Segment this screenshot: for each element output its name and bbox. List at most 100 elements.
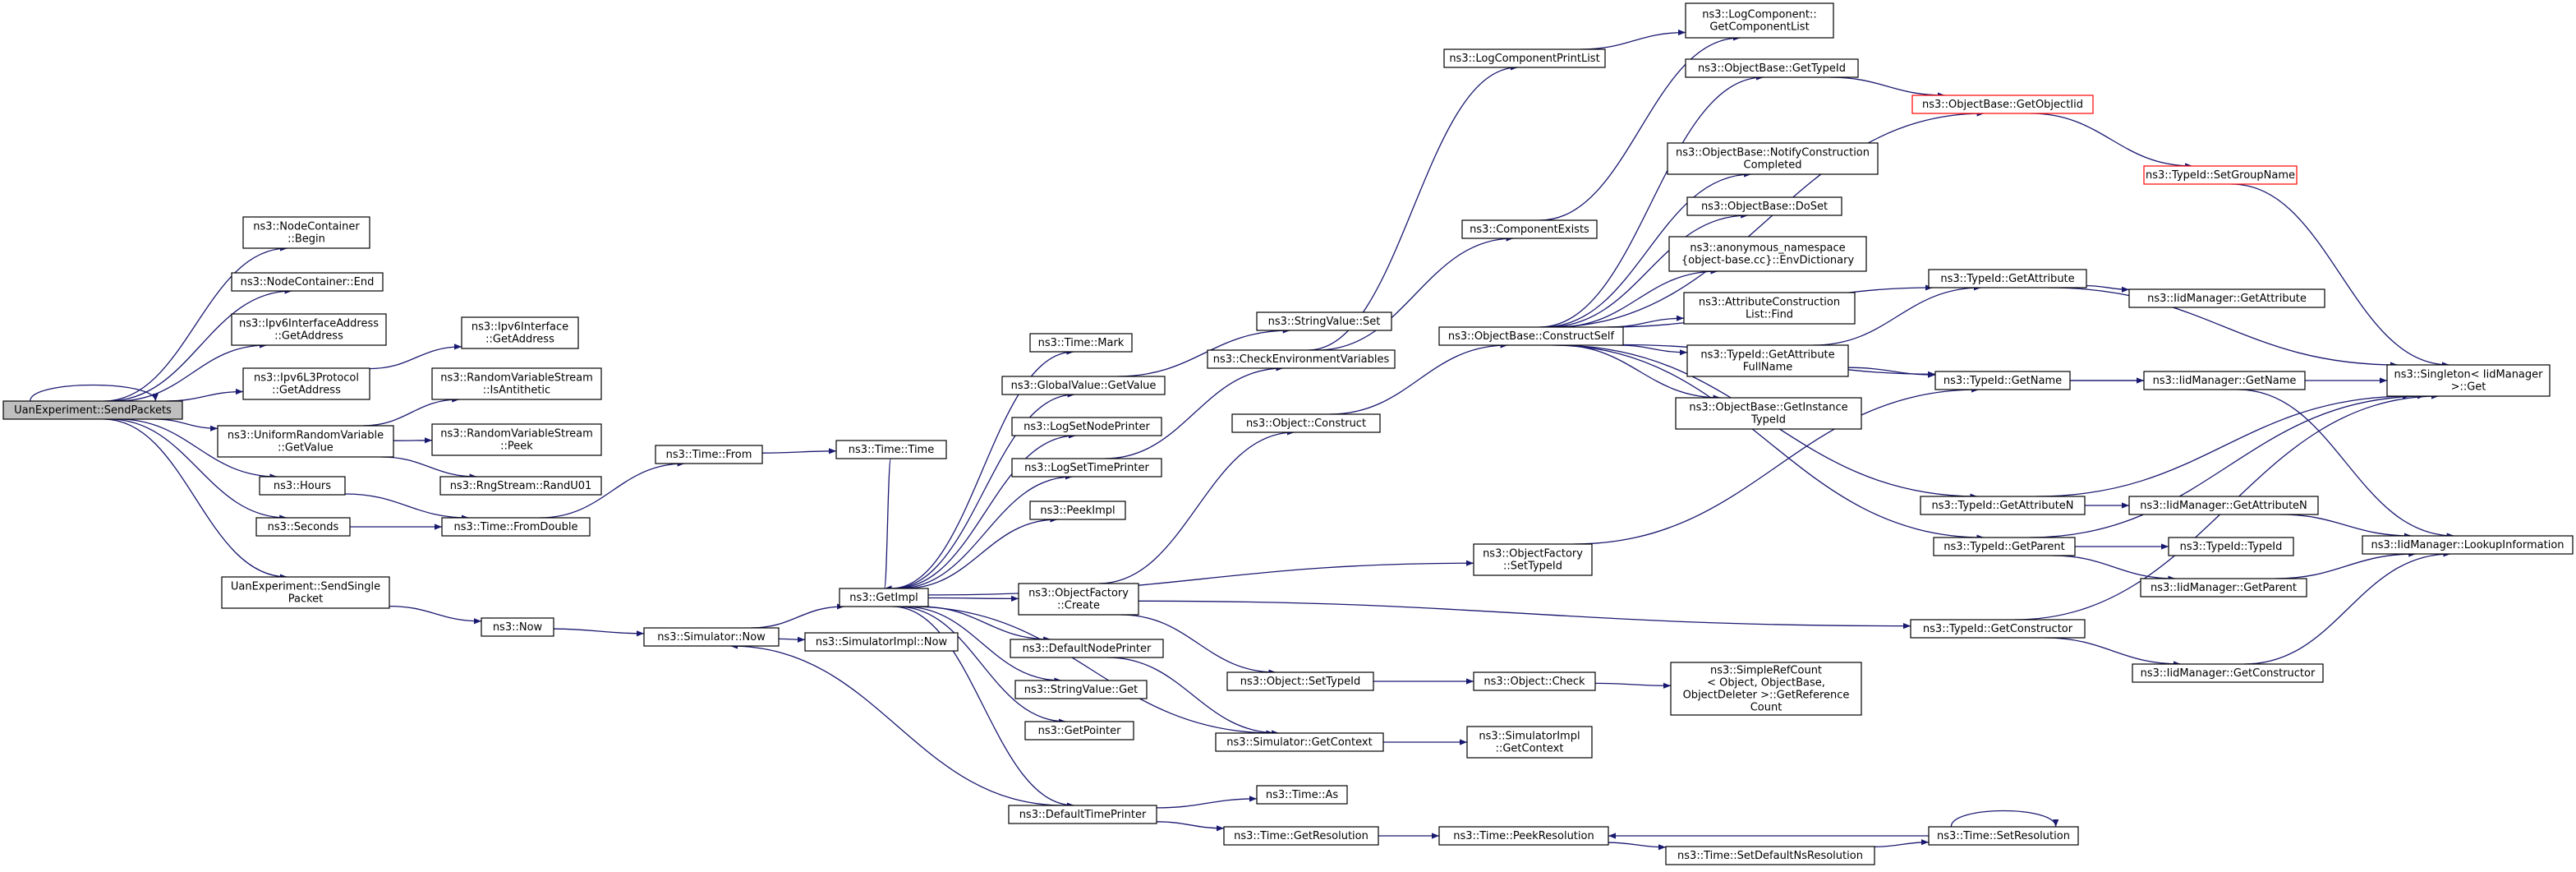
node-tid_setgroupname[interactable]: ns3::TypeId::SetGroupName [2143,165,2298,185]
node-label-sim_now-0: ns3::Simulator::Now [657,631,766,644]
node-anon_envdict[interactable]: ns3::anonymous_namespace{object-base.cc}… [1668,236,1867,272]
node-time_mark[interactable]: ns3::Time::Mark [1029,333,1133,353]
node-sim_now[interactable]: ns3::Simulator::Now [643,627,780,647]
node-ob_doset[interactable]: ns3::ObjectBase::DoSet [1686,196,1842,216]
node-iidm_getname[interactable]: ns3::IidManager::GetName [2143,371,2306,390]
node-ipv6ia_getaddr[interactable]: ns3::Ipv6InterfaceAddress::GetAddress [231,313,387,346]
node-iidm_getconstructor[interactable]: ns3::IidManager::GetConstructor [2132,663,2324,683]
node-root[interactable]: UanExperiment::SendPackets [2,400,183,420]
edge-obj_construct-to-ob_constructself [1329,342,1508,415]
node-iidm_lookup[interactable]: ns3::IidManager::LookupInformation [2362,535,2574,555]
node-ob_constructself[interactable]: ns3::ObjectBase::ConstructSelf [1438,326,1624,346]
node-box-singleton_get [2386,364,2551,397]
node-ob_gettypeid[interactable]: ns3::ObjectBase::GetTypeId [1685,58,1859,78]
node-iidm_getattribute[interactable]: ns3::IidManager::GetAttribute [2128,288,2325,308]
node-logcomp_getlist[interactable]: ns3::LogComponent::GetComponentList [1685,2,1834,39]
node-label-rvs_isanti-1: ::IsAntithetic [483,385,550,397]
node-obj_check[interactable]: ns3::Object::Check [1473,671,1596,691]
node-time_fromdouble[interactable]: ns3::Time::FromDouble [441,517,591,537]
node-box-time_setdefns [1665,846,1875,865]
edge-iidm_getconstructor-to-iidm_lookup [2244,551,2451,665]
node-time_time[interactable]: ns3::Time::Time [835,440,947,459]
node-of_create[interactable]: ns3::ObjectFactory::Create [1018,583,1139,616]
node-label-ob_getinstancetypeid-0: ns3::ObjectBase::GetInstance [1689,402,1847,414]
node-gv_getvalue[interactable]: ns3::GlobalValue::GetValue [1001,376,1166,395]
node-compexists[interactable]: ns3::ComponentExists [1461,219,1598,239]
node-label-tid_getparent-0: ns3::TypeId::GetParent [1944,541,2065,553]
node-ipv6if_getaddr[interactable]: ns3::Ipv6Interface::GetAddress [461,316,579,349]
node-logcompprintlist[interactable]: ns3::LogComponentPrintList [1443,48,1606,68]
node-time_as[interactable]: ns3::Time::As [1256,785,1348,805]
node-label-logtimeprinter-0: ns3::LogSetTimePrinter [1024,462,1149,474]
node-tid_getname[interactable]: ns3::TypeId::GetName [1934,371,2071,390]
node-box-logcomp_getlist [1685,2,1834,39]
node-ipv6l3_getaddr[interactable]: ns3::Ipv6L3Protocol::GetAddress [242,367,370,400]
node-defnodeprinter[interactable]: ns3::DefaultNodePrinter [1010,639,1164,658]
node-label-ob_gettypeid-0: ns3::ObjectBase::GetTypeId [1698,62,1846,75]
node-obj_construct[interactable]: ns3::Object::Construct [1231,413,1381,433]
node-label-time_peekres-0: ns3::Time::PeekResolution [1453,830,1594,842]
node-box-logtimeprinter [1011,458,1162,478]
node-iidm_getparent[interactable]: ns3::IidManager::GetParent [2140,578,2307,597]
node-label-tid_getconstructor-0: ns3::TypeId::GetConstructor [1923,623,2073,635]
node-now[interactable]: ns3::Now [481,617,554,637]
node-simplerefcount[interactable]: ns3::SimpleRefCount< Object, ObjectBase,… [1670,662,1862,716]
node-seconds[interactable]: ns3::Seconds [255,517,351,537]
node-ob_notify[interactable]: ns3::ObjectBase::NotifyConstructionCompl… [1667,142,1879,175]
node-lognodeprinter[interactable]: ns3::LogSetNodePrinter [1011,417,1162,436]
node-urv_getvalue[interactable]: ns3::UniformRandomVariable::GetValue [217,425,394,458]
node-getimpl[interactable]: ns3::GetImpl [839,588,929,607]
edge-tid_getattribute-to-singleton_get [2048,287,2399,368]
node-label-ipv6if_getaddr-0: ns3::Ipv6Interface [472,321,568,334]
node-tid_getattribute[interactable]: ns3::TypeId::GetAttribute [1928,269,2087,288]
node-time_peekres[interactable]: ns3::Time::PeekResolution [1438,826,1609,846]
edge-compexists-to-logcomp_getlist [1539,35,1741,221]
node-simimpl_getcontext[interactable]: ns3::SimulatorImpl::GetContext [1466,726,1593,759]
node-time_setdefns[interactable]: ns3::Time::SetDefaultNsResolution [1665,846,1875,865]
node-iidm_getattrn[interactable]: ns3::IidManager::GetAttributeN [2128,496,2319,515]
node-box-acl_find [1683,292,1856,325]
node-logtimeprinter[interactable]: ns3::LogSetTimePrinter [1011,458,1162,478]
node-time_from[interactable]: ns3::Time::From [655,445,763,464]
edge-logtimeprinter-to-checkenv [1104,365,1284,459]
node-obj_settypeid[interactable]: ns3::Object::SetTypeId [1226,671,1374,691]
node-box-obj_settypeid [1226,671,1374,691]
node-getpointer[interactable]: ns3::GetPointer [1024,721,1134,741]
edge-time_peekres-to-time_setdefns [1608,842,1667,851]
node-tid_typeid[interactable]: ns3::TypeId::TypeId [2168,537,2294,556]
node-nc_end[interactable]: ns3::NodeContainer::End [231,272,384,292]
edge-tid_getattrfullname-to-tid_getattribute [1813,284,1981,346]
node-sv_set[interactable]: ns3::StringValue::Set [1256,311,1392,331]
node-tid_getattrn[interactable]: ns3::TypeId::GetAttributeN [1920,496,2086,515]
edge-ipv6l3_getaddr-to-ipv6if_getaddr [369,344,462,370]
node-checkenv[interactable]: ns3::CheckEnvironmentVariables [1207,349,1396,369]
node-rvs_peek[interactable]: ns3::RandomVariableStream::Peek [431,423,602,456]
node-time_setres[interactable]: ns3::Time::SetResolution [1928,826,2079,846]
node-of_settypeid[interactable]: ns3::ObjectFactory::SetTypeId [1473,543,1593,576]
node-rvs_isanti[interactable]: ns3::RandomVariableStream::IsAntithetic [431,367,602,400]
node-rng_randu01[interactable]: ns3::RngStream::RandU01 [439,476,602,496]
node-ob_getobjectiid[interactable]: ns3::ObjectBase::GetObjectIid [1911,95,2094,114]
node-simimpl_now[interactable]: ns3::SimulatorImpl::Now [804,632,959,652]
node-box-rng_randu01 [439,476,602,496]
node-label-hours-0: ns3::Hours [274,480,331,492]
node-tid_getparent[interactable]: ns3::TypeId::GetParent [1933,537,2076,556]
node-sv_get[interactable]: ns3::StringValue::Get [1014,680,1148,699]
node-label-peekimpl-0: ns3::PeekImpl [1040,505,1115,517]
node-label-time_as-0: ns3::Time::As [1266,789,1339,801]
node-hours[interactable]: ns3::Hours [259,476,346,496]
node-nc_begin[interactable]: ns3::NodeContainer::Begin [242,216,370,249]
node-deftimeprinter[interactable]: ns3::DefaultTimePrinter [1008,805,1157,824]
node-singleton_get[interactable]: ns3::Singleton< IidManager>::Get [2386,364,2551,397]
node-time_getres[interactable]: ns3::Time::GetResolution [1223,826,1379,846]
node-sim_getcontext[interactable]: ns3::Simulator::GetContext [1215,732,1384,752]
node-tid_getconstructor[interactable]: ns3::TypeId::GetConstructor [1910,619,2086,639]
edge-tid_getattribute-to-iidm_getattribute [2086,284,2130,293]
node-label-of_settypeid-0: ns3::ObjectFactory [1483,548,1583,561]
node-peekimpl[interactable]: ns3::PeekImpl [1029,501,1126,520]
